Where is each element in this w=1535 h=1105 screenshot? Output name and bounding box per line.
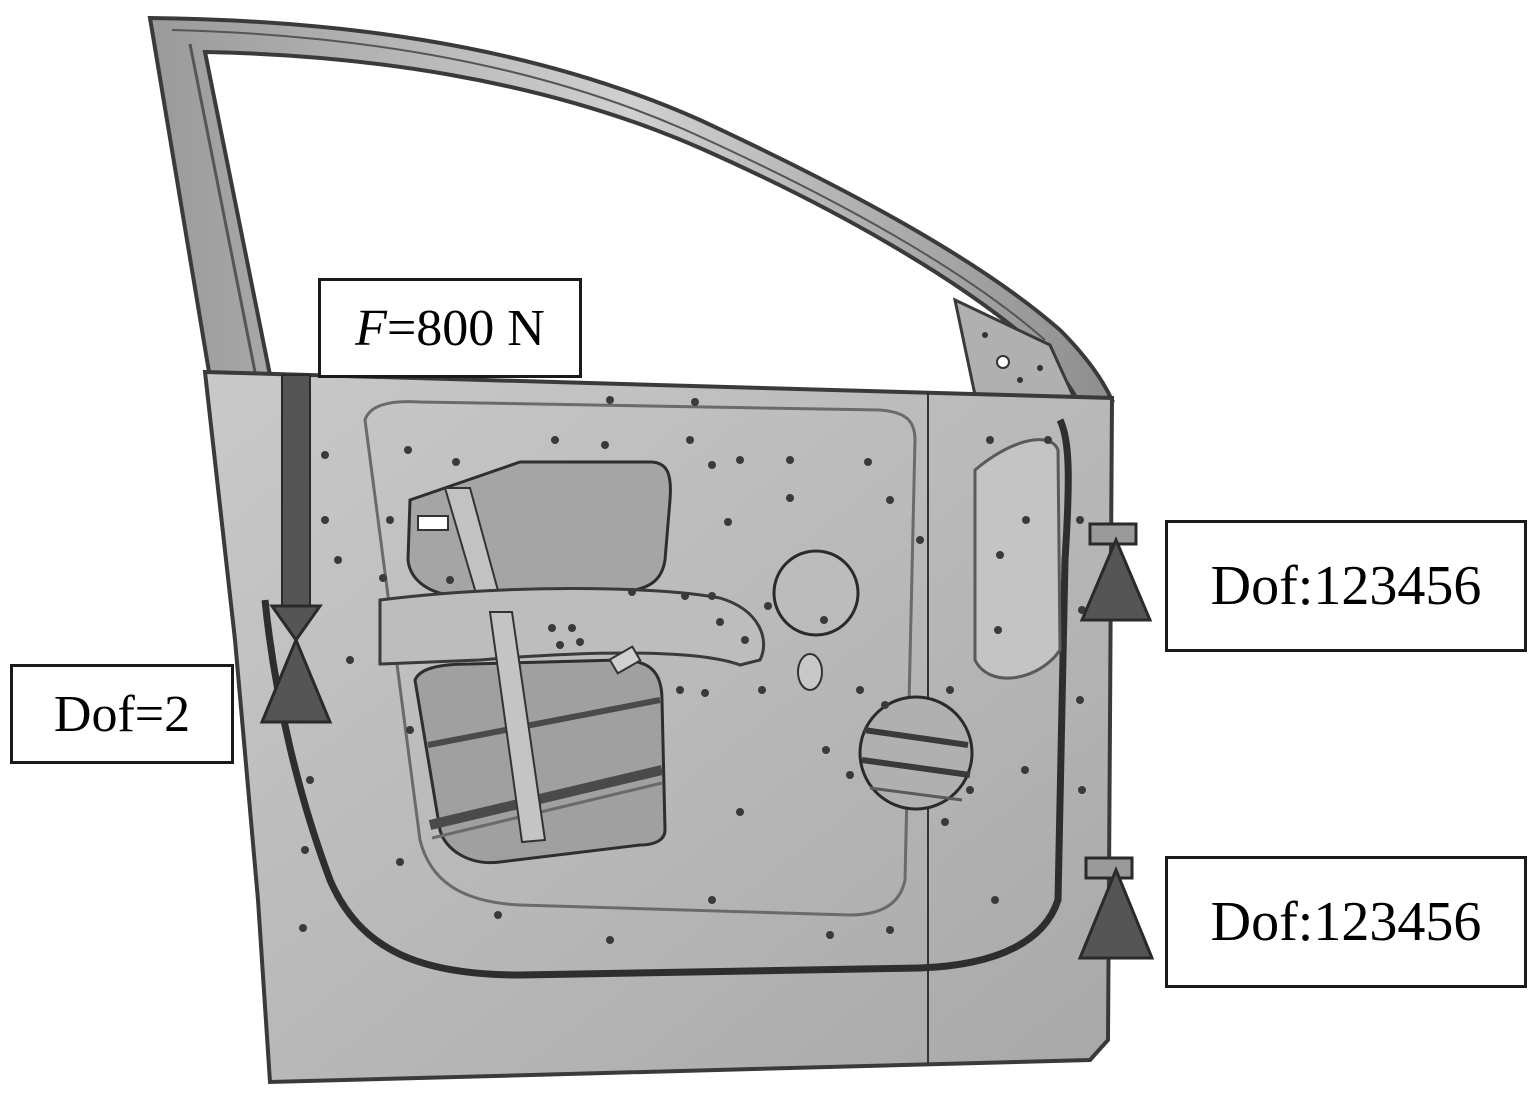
- panel-hole: [676, 686, 684, 694]
- panel-hole: [606, 396, 614, 404]
- panel-hole: [606, 936, 614, 944]
- lower-opening: [413, 611, 667, 865]
- window-frame: [147, 15, 1115, 408]
- panel-hole: [946, 686, 954, 694]
- panel-hole: [556, 641, 564, 649]
- panel-hole: [941, 818, 949, 826]
- panel-hole: [1078, 786, 1086, 794]
- panel-hole: [886, 496, 894, 504]
- panel-hole: [601, 441, 609, 449]
- panel-hole: [548, 624, 556, 632]
- panel-hole: [916, 536, 924, 544]
- panel-holes: [299, 396, 1086, 944]
- panel-hole: [404, 446, 412, 454]
- panel-hole: [786, 494, 794, 502]
- panel-hole: [406, 726, 414, 734]
- panel-hole: [494, 911, 502, 919]
- panel-hole: [758, 686, 766, 694]
- panel-hole: [741, 636, 749, 644]
- panel-hole: [386, 516, 394, 524]
- force-arrow-icon: [269, 374, 323, 643]
- panel-hole: [551, 436, 559, 444]
- panel-hole: [820, 616, 828, 624]
- lower-hinge-constraint-icon: [1077, 856, 1155, 960]
- force-symbol: F: [355, 299, 387, 357]
- panel-hole: [716, 618, 724, 626]
- panel-hole: [764, 602, 772, 610]
- panel-hole: [856, 686, 864, 694]
- upper-hinge-constraint-icon: [1079, 522, 1153, 622]
- panel-hole: [379, 574, 387, 582]
- upper-opening: [406, 460, 672, 602]
- panel-hole: [1076, 696, 1084, 704]
- panel-hole: [1076, 516, 1084, 524]
- panel-hole: [708, 896, 716, 904]
- panel-hole: [701, 689, 709, 697]
- panel-hole: [299, 924, 307, 932]
- panel-hole: [1021, 766, 1029, 774]
- panel-hole: [321, 516, 329, 524]
- panel-hole: [681, 592, 689, 600]
- panel-hole: [864, 458, 872, 466]
- panel-hole: [881, 701, 889, 709]
- front-constraint-label: Dof=2: [10, 664, 234, 764]
- panel-hole: [991, 896, 999, 904]
- panel-hole: [826, 931, 834, 939]
- panel-hole: [446, 576, 454, 584]
- front-constraint-triangle-icon: [259, 636, 333, 724]
- panel-hole: [1044, 436, 1052, 444]
- panel-hole: [568, 624, 576, 632]
- force-label: F=800 N: [318, 278, 582, 378]
- panel-hole: [994, 626, 1002, 634]
- panel-hole: [822, 746, 830, 754]
- lower-hinge-constraint-label: Dof:123456: [1165, 856, 1527, 988]
- panel-hole: [346, 656, 354, 664]
- panel-hole: [452, 458, 460, 466]
- panel-hole: [724, 518, 732, 526]
- force-value: =800 N: [386, 299, 545, 357]
- panel-hole: [396, 858, 404, 866]
- panel-hole: [301, 846, 309, 854]
- panel-hole: [686, 436, 694, 444]
- panel-hole: [628, 588, 636, 596]
- panel-hole: [321, 451, 329, 459]
- panel-hole: [306, 776, 314, 784]
- panel-hole: [986, 436, 994, 444]
- panel-hole: [736, 808, 744, 816]
- speaker-holes: [772, 549, 974, 811]
- panel-hole: [966, 786, 974, 794]
- panel-hole: [1022, 516, 1030, 524]
- panel-hole: [691, 398, 699, 406]
- panel-hole: [576, 638, 584, 646]
- panel-hole: [736, 456, 744, 464]
- panel-hole: [996, 551, 1004, 559]
- panel-hole: [708, 592, 716, 600]
- panel-hole: [846, 771, 854, 779]
- panel-hole: [886, 926, 894, 934]
- panel-hole: [334, 556, 342, 564]
- upper-hinge-constraint-label: Dof:123456: [1165, 520, 1527, 652]
- panel-hole: [786, 456, 794, 464]
- panel-hole: [708, 461, 716, 469]
